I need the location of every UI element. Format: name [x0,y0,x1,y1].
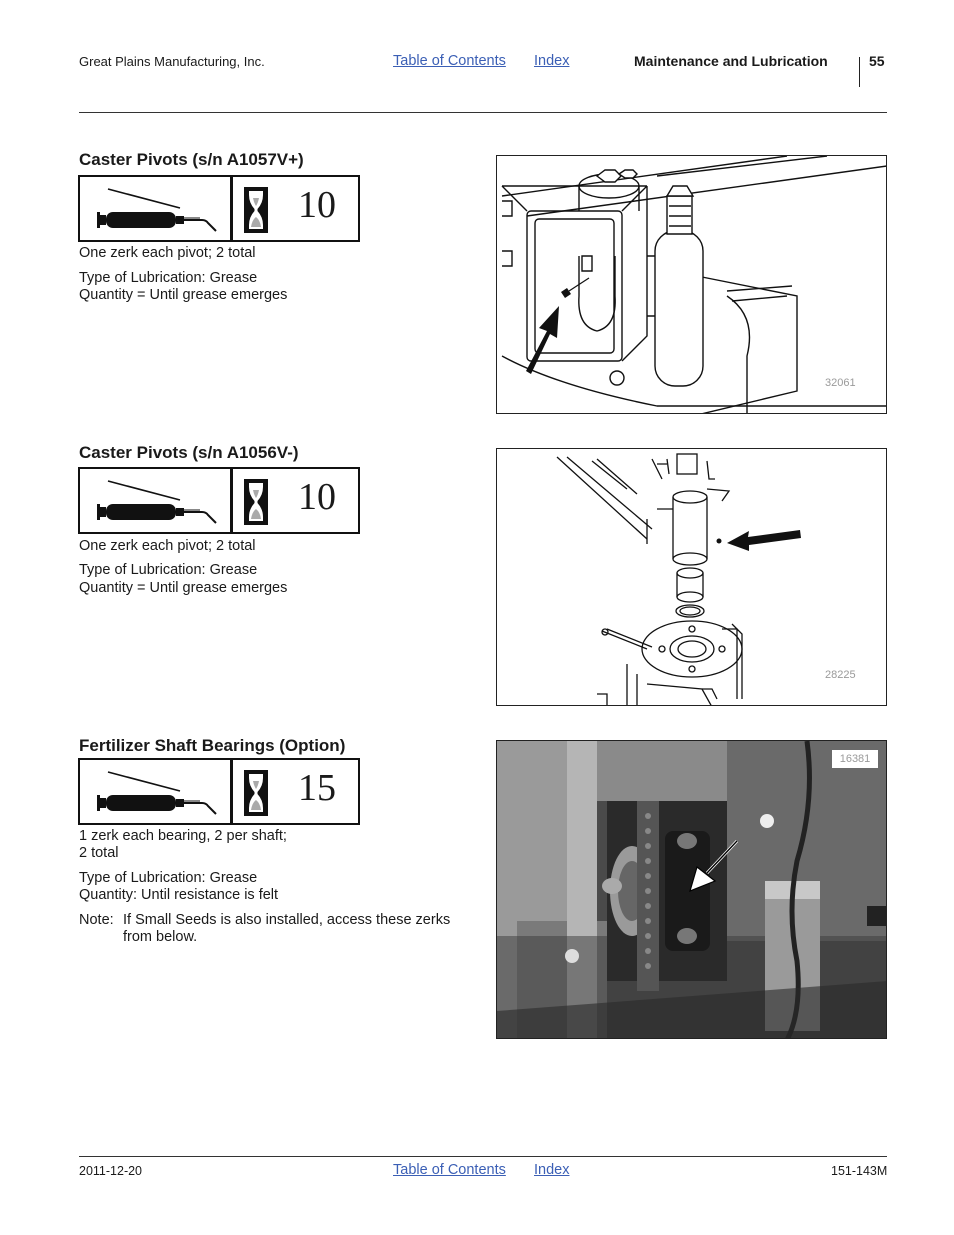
header-divider [859,57,860,87]
company-name: Great Plains Manufacturing, Inc. [79,54,265,69]
lube-interval-box: 10 [78,175,360,242]
section-title-fertilizer-shaft: Fertilizer Shaft Bearings (Option) [79,736,346,755]
section-heading: Maintenance and Lubrication [634,53,828,69]
grease-gun-icon [92,477,222,525]
footer-date: 2011-12-20 [79,1164,143,1178]
zerk-description-line2: 2 total [79,845,119,861]
hourglass-icon [244,479,268,525]
grease-gun-icon [92,768,222,816]
box-divider [230,177,233,240]
lube-interval-box: 15 [78,758,360,825]
grease-gun-icon [92,185,222,233]
figure-caster-pivot-a1056v: 28225 [496,448,887,706]
figure-caster-pivot-a1057v: 32061 [496,155,887,414]
doc-number: 151-143M [831,1164,888,1178]
toc-link-top[interactable]: Table of Contents [393,53,506,69]
section-title-caster-a1056v: Caster Pivots (s/n A1056V-) [79,443,299,462]
box-divider [230,469,233,532]
note-label: Note: [79,912,114,928]
index-link-top[interactable]: Index [534,53,570,69]
figure-number: 28225 [825,669,856,681]
note-text-line2: from below. [123,929,198,945]
lube-interval-box: 10 [78,467,360,534]
lubrication-type: Type of Lubrication: Grease [79,562,258,578]
pointer-arrow [689,839,739,893]
note-text-line1: If Small Seeds is also installed, access… [123,912,451,928]
section-title-caster-a1057v: Caster Pivots (s/n A1057V+) [79,150,304,169]
lubrication-type: Type of Lubrication: Grease [79,870,258,886]
bearing-photo [497,741,886,1038]
lubrication-type: Type of Lubrication: Grease [79,270,258,286]
zerk-description-line1: 1 zerk each bearing, 2 per shaft; [79,828,287,844]
interval-hours: 10 [298,184,336,226]
figure-number: 16381 [832,750,878,768]
grease-quantity: Quantity = Until grease emerges [79,580,288,596]
footer-rule [79,1156,887,1157]
toc-link-bottom[interactable]: Table of Contents [393,1162,506,1178]
header-rule [79,112,887,113]
caster-pivot-exploded-drawing [556,453,801,705]
figure-number: 32061 [825,377,856,389]
page-number: 55 [869,53,885,69]
interval-hours: 15 [298,767,336,809]
box-divider [230,760,233,823]
zerk-description: One zerk each pivot; 2 total [79,245,256,261]
figure-fertilizer-shaft-bearing-photo: 16381 [496,740,887,1039]
grease-quantity: Quantity = Until grease emerges [79,287,288,303]
caster-pivot-drawing [501,156,886,413]
grease-quantity: Quantity: Until resistance is felt [79,887,279,903]
zerk-description: One zerk each pivot; 2 total [79,538,256,554]
interval-hours: 10 [298,476,336,518]
hourglass-icon [244,770,268,816]
index-link-bottom[interactable]: Index [534,1162,570,1178]
hourglass-icon [244,187,268,233]
